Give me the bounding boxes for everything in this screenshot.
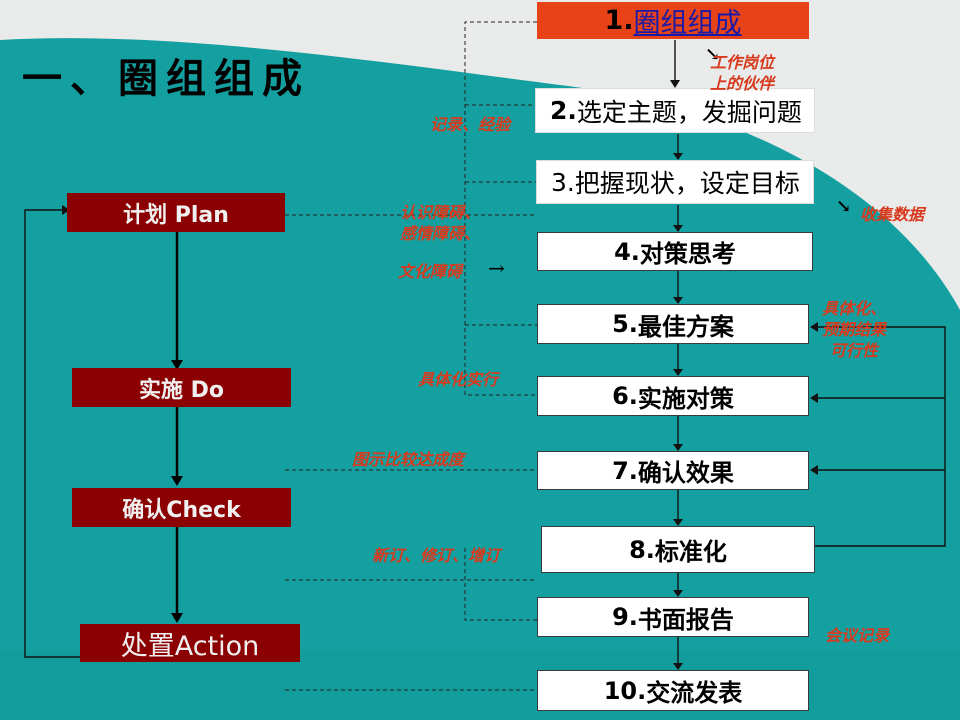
note-concrete-line3: 可行性 [830,341,879,360]
note-partner: 工作岗位 上的伙伴 [710,52,774,94]
note-implement: 具体化实行 [418,370,499,389]
step-3-label: 把握现状，设定目标 [574,169,800,198]
step-2: 2.选定主题，发掘问题 [535,88,815,133]
step-7: 7.确认效果 [537,451,809,490]
note-collect: 收集数据 [860,205,925,224]
step-5-number: 5. [612,310,638,338]
phase-plan: 计划 Plan [67,193,285,232]
step-2-number: 2. [550,96,577,125]
step-1-number: 1. [604,5,634,36]
page-title: 一、圈组组成 [22,55,310,102]
step-4-label: 对策思考 [639,240,736,268]
step-8: 8.标准化 [541,526,815,573]
step-3: 3.把握现状，设定目标 [536,160,814,204]
note-partner-line1: 工作岗位 [710,53,775,72]
step-8-label: 标准化 [654,538,727,566]
note-barrier: 认识障碍、 感情障碍、 [400,202,480,244]
note-concrete: 具体化、 预期结果 可行性 [822,298,886,361]
step-5: 5.最佳方案 [537,304,809,344]
step-2-label: 选定主题，发掘问题 [576,97,802,127]
step-6: 6.实施对策 [537,376,809,416]
step-6-number: 6. [612,382,638,410]
barrier-arrow-icon: → [488,256,505,280]
note-revise: 新订、修订、增订 [372,546,501,565]
note-barrier-line1: 认识障碍、 [400,203,481,222]
note-barrier-culture: 文化障碍 [398,262,463,281]
note-concrete-line2: 预期结果 [822,320,887,339]
step-1-link[interactable]: 圈组组成 [633,8,742,39]
phase-check: 确认Check [72,488,291,527]
step-9-label: 书面报告 [637,605,734,634]
note-meeting: 会议记录 [825,626,890,645]
step-7-number: 7. [612,456,638,485]
note-record: 记录、经验 [430,115,511,134]
note-barrier-line2: 感情障碍、 [400,224,481,243]
step-8-number: 8. [629,535,655,564]
collect-arrow-icon: ↘ [836,196,852,217]
step-1: 1.圈组组成 [537,2,809,39]
phase-action: 处置Action [80,624,300,662]
phase-do: 实施 Do [72,368,291,407]
step-9-number: 9. [612,603,638,631]
step-10-number: 10. [603,676,647,705]
step-10-label: 交流发表 [646,679,743,707]
step-3-number: 3. [551,167,575,197]
note-concrete-line1: 具体化、 [822,299,887,318]
step-10: 10.交流发表 [537,670,809,711]
step-5-label: 最佳方案 [637,312,734,341]
step-4: 4.对策思考 [537,232,813,271]
step-6-label: 实施对策 [637,384,734,413]
step-4-number: 4. [614,237,640,266]
note-partner-line2: 上的伙伴 [710,74,775,93]
partner-arrow-icon: ↘ [705,44,721,65]
step-9: 9.书面报告 [537,597,809,637]
step-7-label: 确认效果 [637,459,734,487]
note-chart: 图示比较达成度 [352,450,465,469]
